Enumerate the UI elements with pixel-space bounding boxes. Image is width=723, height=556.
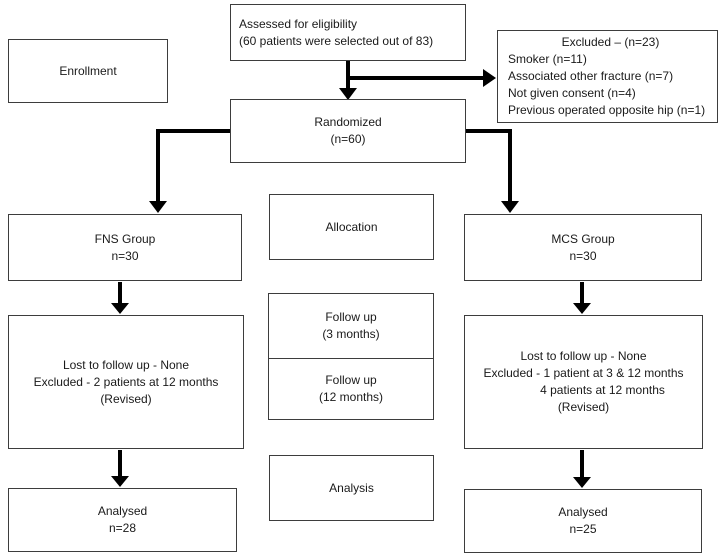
arrow-lost-to-analysed-fns bbox=[111, 450, 129, 487]
lost-mcs-line2: Excluded - 1 patient at 3 & 12 months bbox=[483, 366, 684, 380]
box-followup-3-months: Follow up (3 months) bbox=[268, 293, 434, 359]
arrow-randomized-to-fns bbox=[149, 129, 230, 213]
analysed-mcs-line1: Analysed bbox=[558, 505, 608, 519]
analysed-fns-line2: n=28 bbox=[108, 521, 137, 535]
assessed-line2: (60 patients were selected out of 83) bbox=[239, 33, 434, 48]
assessed-line1: Assessed for eligibility bbox=[239, 16, 358, 31]
box-followup-12-months: Follow up (12 months) bbox=[268, 357, 434, 420]
box-excluded: Excluded – (n=23) Smoker (n=11) Associat… bbox=[497, 30, 718, 123]
excluded-item: Smoker (n=11) bbox=[508, 52, 587, 66]
analysis-label: Analysis bbox=[329, 480, 374, 495]
box-enrollment: Enrollment bbox=[8, 39, 168, 103]
box-lost-followup-mcs: Lost to follow up - None Excluded - 1 pa… bbox=[464, 315, 703, 449]
lost-fns-line2: Excluded - 2 patients at 12 months bbox=[33, 374, 219, 389]
followup12-line2: (12 months) bbox=[318, 389, 384, 404]
randomized-line2: (n=60) bbox=[330, 132, 366, 146]
allocation-label: Allocation bbox=[325, 219, 378, 234]
lost-fns-line1: Lost to follow up - None bbox=[62, 357, 190, 372]
analysed-mcs-line2: n=25 bbox=[569, 522, 597, 536]
mcs-group-line2: n=30 bbox=[569, 248, 597, 263]
lost-mcs-line1: Lost to follow up - None bbox=[520, 349, 647, 363]
box-mcs-group: MCS Group n=30 bbox=[464, 214, 702, 281]
lost-mcs-line4: (Revised) bbox=[557, 400, 610, 414]
box-analysed-mcs: Analysed n=25 bbox=[464, 489, 702, 553]
followup3-line1: Follow up bbox=[325, 310, 377, 324]
followup3-line2: (3 months) bbox=[322, 327, 380, 341]
mcs-group-line1: MCS Group bbox=[551, 231, 615, 246]
box-fns-group: FNS Group n=30 bbox=[8, 214, 242, 281]
arrow-lost-to-analysed-mcs bbox=[573, 450, 591, 488]
arrow-mcs-to-lost bbox=[573, 282, 591, 314]
box-lost-followup-fns: Lost to follow up - None Excluded - 2 pa… bbox=[8, 315, 244, 449]
box-analysis: Analysis bbox=[269, 455, 434, 521]
excluded-item: Not given consent (n=4) bbox=[508, 86, 636, 100]
lost-mcs-line3: 4 patients at 12 months bbox=[540, 383, 665, 397]
fns-group-line1: FNS Group bbox=[94, 231, 156, 246]
arrow-fns-to-lost bbox=[111, 282, 129, 314]
box-analysed-fns: Analysed n=28 bbox=[8, 488, 237, 552]
fns-group-line2: n=30 bbox=[111, 248, 139, 263]
excluded-title: Excluded – (n=23) bbox=[561, 35, 660, 49]
arrow-assessed-to-randomized bbox=[339, 61, 357, 100]
arrow-randomized-to-mcs bbox=[466, 129, 519, 213]
enrollment-label: Enrollment bbox=[59, 63, 117, 78]
excluded-item: Associated other fracture (n=7) bbox=[508, 69, 674, 83]
box-assessed-for-eligibility: Assessed for eligibility (60 patients we… bbox=[230, 4, 466, 61]
box-allocation: Allocation bbox=[269, 194, 434, 260]
lost-fns-line3: (Revised) bbox=[100, 391, 152, 406]
box-randomized: Randomized (n=60) bbox=[230, 99, 466, 163]
arrow-assessed-to-excluded bbox=[348, 69, 496, 87]
excluded-item: Previous operated opposite hip (n=1) bbox=[508, 103, 706, 117]
analysed-fns-line1: Analysed bbox=[97, 504, 148, 518]
randomized-line1: Randomized bbox=[314, 115, 382, 129]
followup12-line1: Follow up bbox=[325, 372, 377, 387]
